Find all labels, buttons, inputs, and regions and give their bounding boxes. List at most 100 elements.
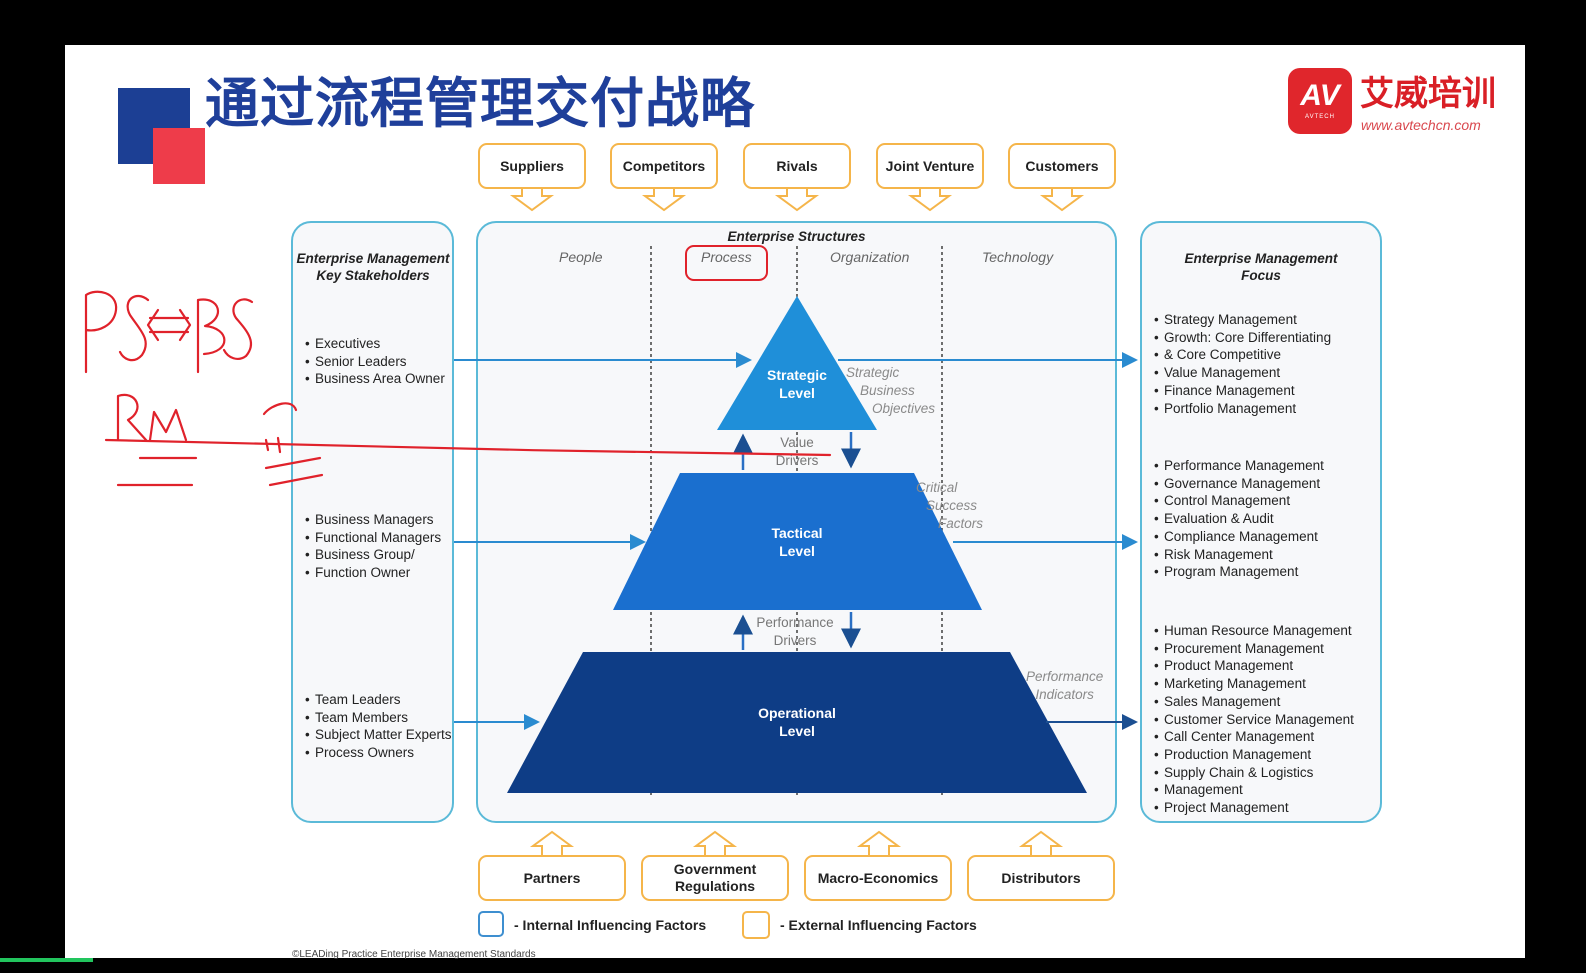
strategic-label-line1: Strategic: [767, 367, 827, 383]
arrow-customers: [1039, 188, 1085, 212]
list-item: & Core Competitive: [1154, 346, 1331, 364]
column-technology: Technology: [982, 249, 1054, 265]
legend-external-swatch: [742, 911, 770, 939]
video-progress-bar[interactable]: [0, 958, 93, 962]
list-item: Governance Management: [1154, 475, 1324, 493]
list-item: Product Management: [1154, 657, 1354, 675]
factor-partners: Partners: [478, 855, 626, 901]
list-item: Customer Service Management: [1154, 711, 1354, 729]
column-organization: Organization: [830, 249, 910, 265]
continuation-text: & Core Competitive: [1164, 347, 1282, 363]
stakeholders-title-line2: Key Stakeholders: [316, 268, 430, 283]
focus-group-strategic: Strategy Management Growth: Core Differe…: [1154, 311, 1331, 417]
top-factor-arrows: [509, 188, 1085, 212]
arrow-competitors: [641, 188, 687, 212]
note-line: Critical: [916, 480, 958, 495]
arrow-government: [692, 830, 738, 856]
list-item: Compliance Management: [1154, 528, 1324, 546]
list-item: Performance Management: [1154, 457, 1324, 475]
operational-side-note: Performance Indicators: [1026, 668, 1103, 704]
focus-group-tactical: Performance Management Governance Manage…: [1154, 457, 1324, 581]
list-item: Supply Chain & Logistics: [1154, 764, 1354, 782]
source-footnote: ©LEADing Practice Enterprise Management …: [292, 949, 536, 960]
annotation-rm-stroke: [116, 393, 148, 442]
note-line: Success: [926, 498, 978, 513]
stakeholders-title: Enterprise Management Key Stakeholders: [293, 250, 453, 284]
factor-government-regulations: Government Regulations: [641, 855, 789, 901]
list-item: Finance Management: [1154, 382, 1331, 400]
annotation-arrow-stroke: [146, 308, 192, 342]
arrow-distributors: [1018, 830, 1064, 856]
video-bottom-bar: [0, 958, 1586, 973]
stakeholders-group-managers: Business Managers Functional Managers Bu…: [305, 511, 441, 582]
annotation-mark: [262, 402, 298, 454]
factor-distributors: Distributors: [967, 855, 1115, 901]
value-driver-arrows: [733, 432, 861, 650]
tactical-label-line1: Tactical: [771, 525, 823, 541]
annotation-bs-stroke: [196, 298, 226, 374]
performance-drivers-note: Performance Drivers: [745, 614, 845, 650]
focus-title: Enterprise Management Focus: [1140, 250, 1382, 284]
list-item: Team Leaders: [305, 691, 452, 709]
list-item: Marketing Management: [1154, 675, 1354, 693]
list-item: Management: [1154, 781, 1354, 799]
factor-rivals: Rivals: [743, 143, 851, 189]
list-item: Team Members: [305, 709, 452, 727]
list-item: Production Management: [1154, 746, 1354, 764]
tactical-side-note: Critical Success Factors: [916, 479, 983, 533]
strategic-level-label: Strategic Level: [747, 366, 847, 402]
list-item: Executives: [305, 335, 445, 353]
list-item: Growth: Core Differentiating: [1154, 329, 1331, 347]
list-item: Business Managers: [305, 511, 441, 529]
list-item: Value Management: [1154, 364, 1331, 382]
annotation-underline: [104, 438, 832, 457]
list-item: Program Management: [1154, 563, 1324, 581]
list-item: Process Owners: [305, 744, 452, 762]
legend-internal-label: - Internal Influencing Factors: [514, 917, 707, 933]
logo-name: 艾威培训: [1360, 74, 1496, 114]
strategic-side-note: Strategic Business Objectives: [846, 364, 935, 418]
arrow-joint-venture: [907, 188, 953, 212]
factor-customers: Customers: [1008, 143, 1116, 189]
tactical-level-shape: [613, 473, 982, 610]
annotation-equals: [264, 456, 324, 487]
list-item: Functional Managers: [305, 529, 441, 547]
factor-joint-venture: Joint Venture: [876, 143, 984, 189]
factor-macro-economics: Macro-Economics: [804, 855, 952, 901]
logo-url: www.avtechcn.com: [1361, 117, 1481, 133]
factor-competitors: Competitors: [610, 143, 718, 189]
list-item: Procurement Management: [1154, 640, 1354, 658]
list-item: Evaluation & Audit: [1154, 510, 1324, 528]
enterprise-structures-title: Enterprise Structures: [727, 229, 866, 244]
handwritten-annotation: [84, 290, 832, 487]
logo-mark-text: AV: [1300, 79, 1340, 112]
annotation-rm-stroke: [148, 408, 188, 442]
note-line: Strategic: [846, 365, 900, 380]
operational-level-shape: [507, 652, 1087, 793]
arrow-macro: [856, 830, 902, 856]
list-item: Strategy Management: [1154, 311, 1331, 329]
list-item: Portfolio Management: [1154, 400, 1331, 418]
annotation-underline: [116, 456, 198, 487]
process-highlight-box: [685, 245, 768, 281]
list-item: Project Management: [1154, 799, 1354, 817]
tactical-level-label: Tactical Level: [747, 524, 847, 560]
annotation-bs-stroke: [222, 298, 254, 360]
bottom-factor-arrows: [529, 830, 1064, 856]
annotation-ps-stroke: [118, 294, 150, 362]
operational-label-line2: Level: [779, 723, 815, 739]
note-line: Drivers: [773, 633, 817, 648]
note-line: Indicators: [1035, 687, 1094, 702]
note-line: Performance: [756, 615, 834, 630]
list-item: Call Center Management: [1154, 728, 1354, 746]
column-process: Process: [701, 249, 752, 265]
stakeholders-title-line1: Enterprise Management: [296, 251, 450, 266]
note-line: Factors: [938, 516, 984, 531]
title-red-square: [153, 128, 205, 184]
column-people: People: [559, 249, 603, 265]
list-item: Function Owner: [305, 564, 441, 582]
stakeholders-group-executive: Executives Senior Leaders Business Area …: [305, 335, 445, 388]
tactical-label-line2: Level: [779, 543, 815, 559]
note-line: Drivers: [775, 453, 819, 468]
arrow-suppliers: [509, 188, 555, 212]
